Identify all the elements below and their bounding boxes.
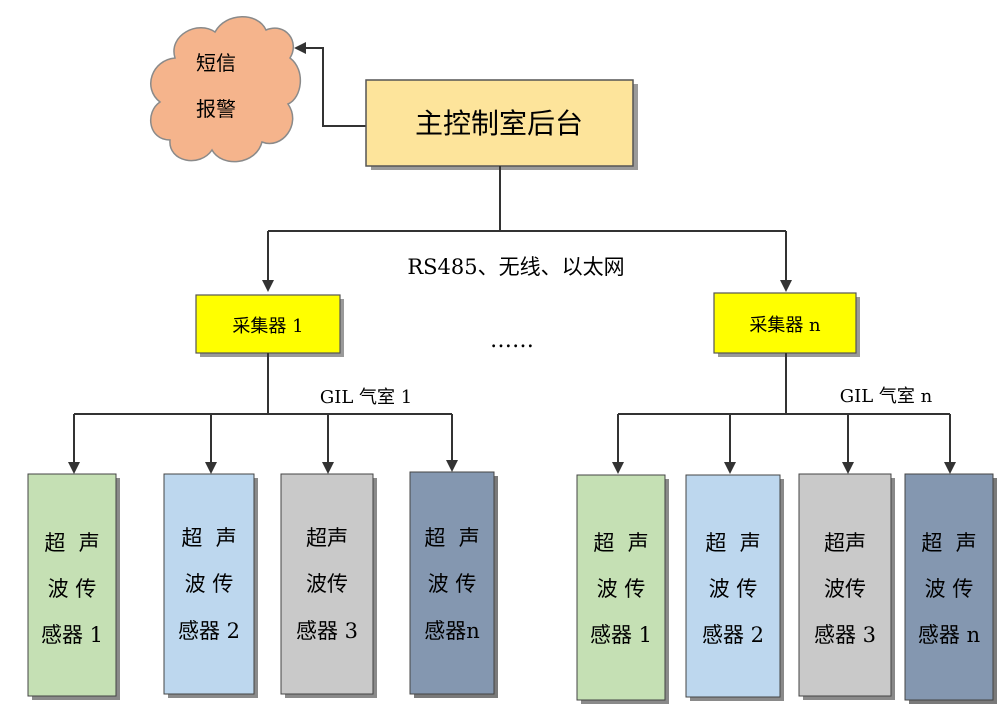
sensor-n-3-line3: 感器 3 [814, 623, 876, 647]
sensor-n-2: 超 声 波 传 感器 2 [685, 474, 784, 701]
sensor-n-1: 超 声 波 传 感器 1 [576, 474, 669, 704]
sensor-n-n: 超 声 波 传 感器 n [904, 473, 997, 704]
sensor-n-1-line2: 波 传 [597, 577, 646, 601]
sensor-1-1-line3: 感器 1 [41, 623, 103, 647]
sensor-1-n-line3: 感器n [424, 619, 480, 643]
sensor-n-n-line3: 感器 n [918, 623, 980, 647]
sensor-1-1: 超 声 波 传 感器 1 [27, 473, 120, 700]
sensor-1-n: 超 声 波 传 感器n [409, 471, 498, 698]
gil-label-n: GIL 气室 n [840, 386, 933, 407]
ellipsis: …… [490, 328, 534, 353]
collector-n-label: 采集器 n [749, 315, 821, 336]
sensor-1-3-line3: 感器 3 [296, 619, 358, 643]
sensor-n-2-line2: 波 传 [709, 577, 758, 601]
sensor-1-2-line1: 超 声 [181, 526, 236, 550]
collector-1-label: 采集器 1 [232, 316, 303, 337]
main-control-box: 主控制室后台 [365, 79, 638, 170]
sensor-1-3-line1: 超声 [306, 526, 348, 550]
sensor-n-3: 超声 波传 感器 3 [798, 473, 895, 700]
cloud-shape [150, 16, 301, 163]
sms-alarm-cloud: 短信 报警 [150, 16, 301, 163]
sensor-n-1-rect [576, 474, 666, 701]
cloud-line2: 报警 [196, 97, 236, 121]
collector-1: 采集器 1 [195, 294, 344, 357]
sensor-1-n-line2: 波 传 [428, 572, 477, 596]
sensor-n-2-line3: 感器 2 [702, 623, 764, 647]
sensor-n-1-line3: 感器 1 [590, 623, 652, 647]
sensor-1-2-line3: 感器 2 [178, 619, 240, 643]
main-control-rect [365, 79, 634, 167]
sensor-1-3-rect [280, 473, 374, 695]
sensor-n-2-line1: 超 声 [705, 531, 760, 555]
sensor-1-3: 超声 波传 感器 3 [280, 473, 377, 698]
collector-n: 采集器 n [713, 292, 860, 357]
sensor-1-1-rect [27, 473, 117, 697]
sensor-n-1-line1: 超 声 [593, 531, 648, 555]
sensor-1-n-line1: 超 声 [424, 526, 479, 550]
sensor-1-1-line1: 超 声 [44, 531, 99, 555]
sensor-n-3-line1: 超声 [824, 531, 866, 555]
main-control-label: 主控制室后台 [415, 107, 583, 140]
collector-n-rect [713, 292, 857, 354]
sensor-n-3-rect [798, 473, 892, 697]
sensor-n-3-line2: 波传 [824, 577, 866, 601]
sensor-1-2: 超 声 波 传 感器 2 [163, 473, 258, 698]
sensor-1-n-rect [409, 471, 495, 695]
sensor-1-3-line2: 波传 [306, 572, 348, 596]
sensor-n-n-line2: 波 传 [925, 577, 974, 601]
cloud-line1: 短信 [196, 51, 236, 75]
sensor-1-2-rect [163, 473, 255, 695]
sensor-n-2-rect [685, 474, 781, 698]
alarm-connector [294, 42, 368, 127]
sensor-n-n-rect [904, 473, 994, 701]
gil-label-1: GIL 气室 1 [320, 387, 412, 408]
collector-1-rect [195, 294, 341, 354]
sensor-1-1-line2: 波 传 [48, 577, 97, 601]
sensor-n-n-line1: 超 声 [921, 531, 976, 555]
sensor-1-2-line2: 波 传 [185, 572, 234, 596]
link-label: RS485、无线、以太网 [407, 255, 624, 279]
